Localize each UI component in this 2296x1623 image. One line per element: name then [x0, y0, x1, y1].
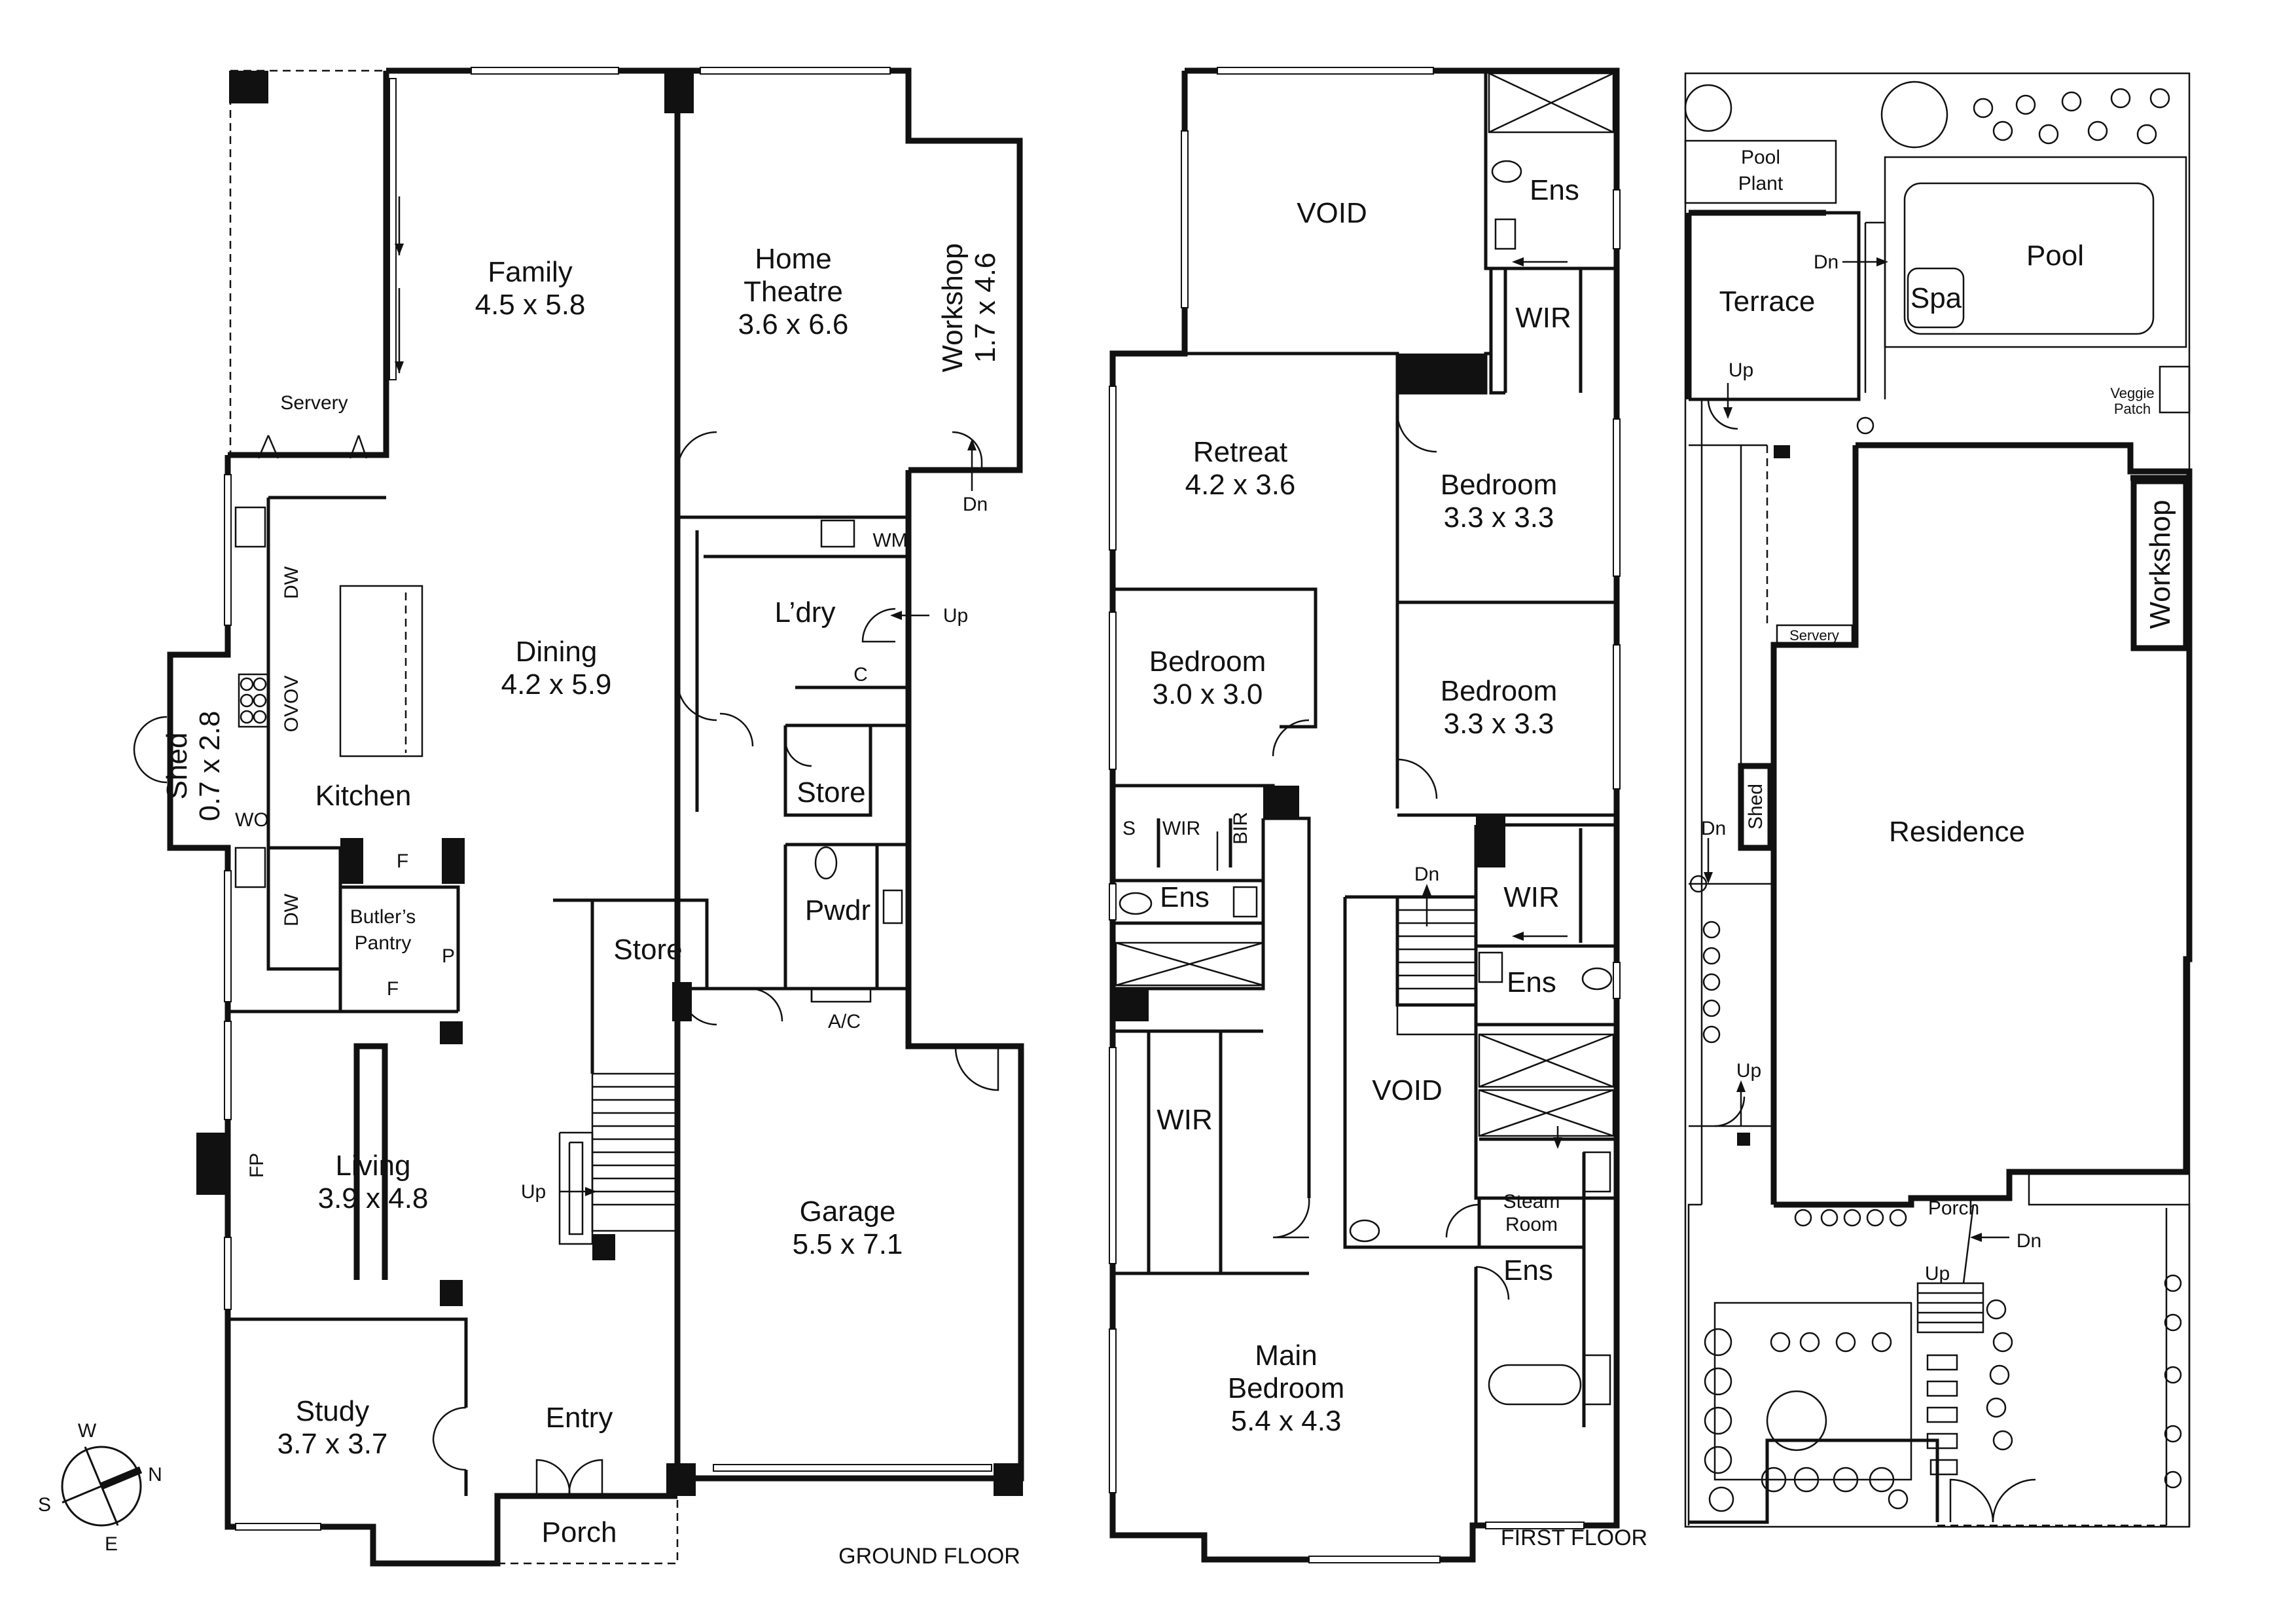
steam-room-label-1: Steam — [1503, 1191, 1560, 1213]
compass-north-label: N — [148, 1464, 162, 1486]
compass-west-label: W — [78, 1420, 97, 1442]
family-size: 4.5 x 5.8 — [475, 289, 586, 321]
family-label: Family — [488, 256, 573, 288]
laundry-up-label: Up — [943, 605, 968, 627]
shed-label: Shed — [161, 733, 193, 800]
home-theatre-size: 3.6 x 6.6 — [738, 308, 849, 340]
pool-plant-label-1: Pool — [1741, 147, 1780, 168]
cupboard-c-label: C — [853, 664, 868, 685]
dining-size: 4.2 x 5.9 — [501, 668, 612, 701]
home-theatre-label-1: Home — [755, 243, 831, 275]
bir-label: BIR — [1230, 812, 1251, 845]
main-bedroom-label-1: Main — [1255, 1340, 1317, 1372]
main-bedroom-label-2: Bedroom — [1228, 1372, 1345, 1404]
fireplace-label: FP — [246, 1153, 268, 1178]
ground-floor-plan: Family 4.5 x 5.8 Home Theatre 3.6 x 6.6 … — [133, 67, 1024, 1569]
bedroom-2-size: 3.0 x 3.0 — [1153, 678, 1263, 710]
stairs-dn-label: Dn — [1414, 864, 1439, 885]
bedroom-1-size: 3.3 x 3.3 — [1444, 501, 1554, 534]
ground-floor-title: GROUND FLOOR — [838, 1544, 1020, 1569]
first-floor-title: FIRST FLOOR — [1501, 1525, 1647, 1550]
retreat-size: 4.2 x 3.6 — [1185, 469, 1296, 501]
living-size: 3.9 x 4.8 — [318, 1182, 429, 1214]
study-label: Study — [296, 1395, 370, 1427]
servery-label: Servery — [280, 392, 348, 414]
fridge-top-label: F — [397, 850, 408, 872]
retreat-label: Retreat — [1193, 436, 1287, 468]
shed-size: 0.7 x 2.8 — [194, 711, 226, 822]
ensuite-main-label: Ens — [1503, 1254, 1553, 1286]
wir-main-label: WIR — [1157, 1104, 1213, 1136]
workshop-dn-label: Dn — [963, 494, 988, 515]
terrace-up-label: Up — [1729, 359, 1753, 381]
powder-room-label: Pwdr — [805, 894, 870, 926]
compass-east-label: E — [105, 1533, 118, 1555]
ac-label: A/C — [828, 1011, 861, 1032]
wall-oven-label: WO — [235, 809, 269, 831]
workshop-size: 1.7 x 4.6 — [969, 253, 1001, 363]
fridge-bottom-label: F — [387, 978, 399, 1000]
veggie-patch-label-2: Patch — [2114, 401, 2151, 417]
bedroom-3-label: Bedroom — [1441, 675, 1558, 707]
compass-south-label: S — [38, 1494, 51, 1516]
side-path-up-label: Up — [1736, 1060, 1761, 1082]
oven-label: OVOV — [281, 676, 302, 733]
shelf-s-label: S — [1122, 818, 1136, 839]
pantry-p-label: P — [442, 945, 455, 967]
study-size: 3.7 x 3.7 — [278, 1428, 388, 1460]
store-stair-label: Store — [613, 934, 682, 966]
garage-size: 5.5 x 7.1 — [793, 1228, 903, 1260]
kitchen-label: Kitchen — [315, 780, 412, 812]
terrace-label: Terrace — [1719, 285, 1816, 318]
main-bedroom-size: 5.4 x 4.3 — [1231, 1405, 1342, 1437]
dishwasher-label: DW — [281, 566, 302, 599]
wir-top-label: WIR — [1515, 302, 1571, 334]
compass-icon: W N S E — [38, 1420, 162, 1555]
butlers-pantry-label-1: Butler’s — [350, 906, 416, 928]
porch-dn-label: Dn — [2017, 1230, 2041, 1252]
pool-label: Pool — [2026, 240, 2084, 272]
wir-bed2-label: WIR — [1162, 818, 1200, 839]
first-floor-plan: VOID Ens WIR Retreat 4.2 x 3.6 Bedroom 3… — [1109, 67, 1647, 1563]
living-label: Living — [336, 1150, 411, 1182]
side-path-dn-label: Dn — [1701, 818, 1726, 839]
ensuite-bed2-label: Ens — [1160, 881, 1210, 913]
bedroom-2-label: Bedroom — [1149, 646, 1266, 678]
ensuite-bed3-label: Ens — [1507, 966, 1556, 998]
garage-label: Garage — [800, 1195, 896, 1228]
store-laundry-label: Store — [797, 776, 865, 809]
dishwasher-2-label: DW — [281, 893, 302, 926]
steam-room-label-2: Room — [1505, 1214, 1558, 1235]
laundry-label: L’dry — [775, 596, 836, 629]
butlers-pantry-label-2: Pantry — [355, 932, 412, 954]
dining-label: Dining — [516, 636, 598, 668]
home-theatre-label-2: Theatre — [744, 276, 843, 308]
terrace-dn-label: Dn — [1814, 251, 1839, 273]
site-plan: Pool Plant Pool Spa Terrace Dn Up Veggie… — [1684, 72, 2193, 1528]
site-workshop-label: Workshop — [2144, 500, 2176, 629]
ensuite-top-label: Ens — [1530, 174, 1579, 206]
workshop-label: Workshop — [937, 243, 969, 372]
wir-bed3-label: WIR — [1503, 881, 1560, 913]
pool-plant-label-2: Plant — [1738, 173, 1784, 194]
site-shed-label: Shed — [1745, 784, 1767, 830]
bedroom-3-size: 3.3 x 3.3 — [1444, 708, 1554, 740]
porch-label: Porch — [542, 1516, 617, 1548]
residence-label: Residence — [1889, 816, 2025, 848]
front-up-label: Up — [1925, 1263, 1950, 1285]
spa-label: Spa — [1910, 282, 1962, 314]
washing-machine-label: WM — [872, 530, 907, 551]
void-top-label: VOID — [1297, 197, 1367, 229]
veggie-patch-label-1: Veggie — [2110, 385, 2154, 401]
bedroom-1-label: Bedroom — [1441, 469, 1558, 501]
void-lower-label: VOID — [1372, 1074, 1443, 1106]
entry-label: Entry — [546, 1402, 613, 1434]
stairs-up-label: Up — [521, 1181, 546, 1203]
site-porch-label: Porch — [1928, 1197, 1979, 1219]
site-servery-label: Servery — [1789, 627, 1839, 644]
